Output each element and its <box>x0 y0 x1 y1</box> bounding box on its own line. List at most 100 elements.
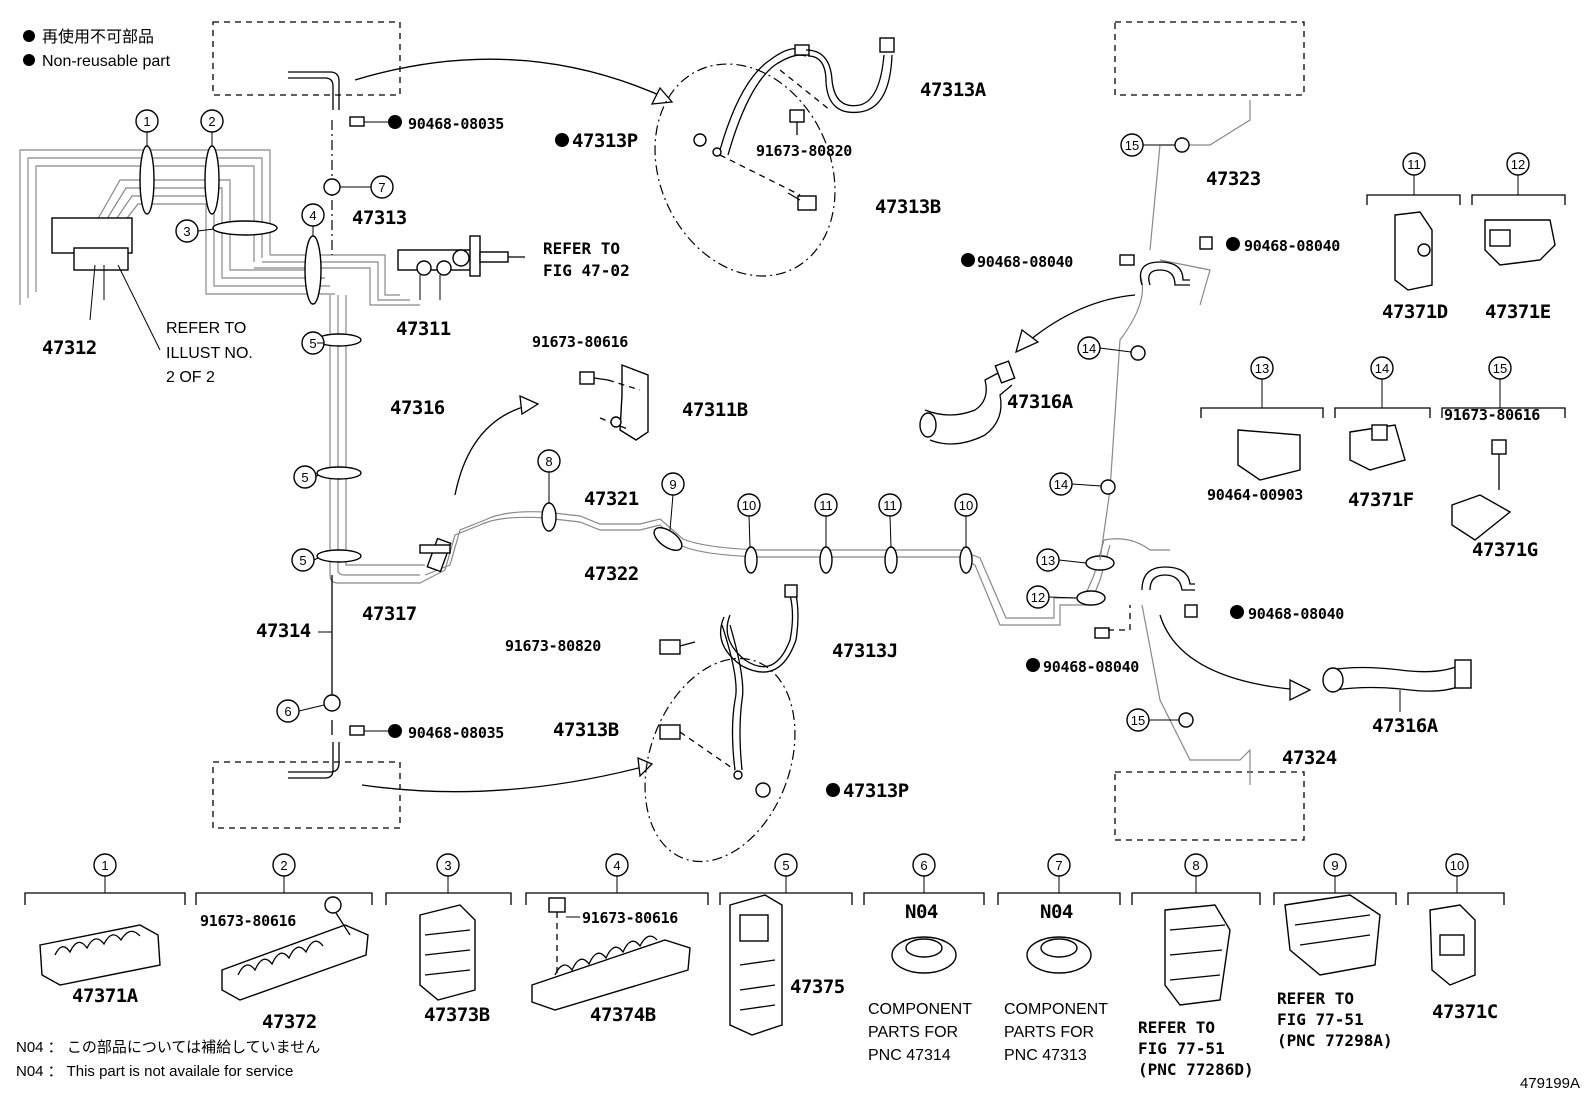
clamp-12 <box>1076 590 1106 606</box>
hose-47316A-upper <box>919 360 1016 445</box>
clamp-10 <box>959 546 973 574</box>
part-label-91673-80616: 91673-80616 <box>200 912 296 930</box>
part-label-90468-08035: 90468-08035 <box>408 724 504 742</box>
grommet-15 <box>1178 712 1194 728</box>
grommet-14 <box>1100 479 1116 495</box>
line-47321-47322 <box>419 511 1170 626</box>
callout-label: 13 <box>1041 553 1055 568</box>
part-label-91673-80616: 91673-80616 <box>1444 406 1540 424</box>
right-parts-group <box>1200 194 1566 541</box>
component-note-line1: COMPONENT <box>1004 1001 1108 1018</box>
figure-id: 479199A <box>1520 1075 1580 1092</box>
main-labels: 47312 47313 47311 47316 47314 47317 4732… <box>42 79 1439 802</box>
part-label-47316A: 47316A <box>1372 715 1439 737</box>
non-reusable-dot-icon <box>23 30 35 42</box>
callout-label: 11 <box>1407 157 1421 172</box>
part-label-91673-80820: 91673-80820 <box>756 142 852 160</box>
refer-to-label: REFER TO <box>543 239 620 258</box>
part-label-47323: 47323 <box>1206 168 1261 190</box>
refer-pnc-label: (PNC 77286D) <box>1138 1060 1254 1079</box>
component-note-line3: PNC 47313 <box>1004 1047 1087 1064</box>
part-label-47316: 47316 <box>390 397 445 419</box>
callout-label: 5 <box>782 858 789 873</box>
callout-label: 5 <box>309 336 316 351</box>
part-label-47374B: 47374B <box>590 1004 656 1026</box>
callout-label: 2 <box>280 858 287 873</box>
part-label-90468-08040: 90468-08040 <box>1248 605 1344 623</box>
part-label-47321: 47321 <box>584 488 639 510</box>
master-cylinder <box>397 235 525 300</box>
refer-illust-label: ILLUST NO. <box>166 345 253 362</box>
grommet-7 <box>323 178 341 196</box>
callout-label: 10 <box>959 498 973 513</box>
callout-label: 14 <box>1054 477 1068 492</box>
refer-fig-label: FIG 77-51 <box>1277 1010 1364 1029</box>
part-label-47311B: 47311B <box>682 399 748 421</box>
footnote-jp: N04 ： この部品については補給していません <box>16 1039 320 1056</box>
clamp-9 <box>653 527 683 551</box>
line-47323 <box>961 100 1251 561</box>
clamp-5 <box>316 466 362 480</box>
callout-label: 14 <box>1082 341 1096 356</box>
bracket-47311B <box>579 363 649 441</box>
part-label-47372: 47372 <box>262 1011 317 1033</box>
callout-label: 4 <box>613 858 620 873</box>
callout-label: 13 <box>1255 361 1269 376</box>
clamp-3 <box>212 220 278 236</box>
callout-label: 10 <box>1450 858 1464 873</box>
part-label-47313B: 47313B <box>875 196 941 218</box>
callouts: 1 2 3 4 7 5 5 5 6 8 9 10 11 <box>135 109 1530 732</box>
callout-label: 12 <box>1511 157 1525 172</box>
part-label-47371A: 47371A <box>72 985 139 1007</box>
right-part-labels: 47371D 47371E 90464-00903 47371F 91673-8… <box>1207 301 1551 561</box>
part-label-91673-80616: 91673-80616 <box>532 333 628 351</box>
refer-fig-label: FIG 77-51 <box>1138 1039 1225 1058</box>
component-note-line3: PNC 47314 <box>868 1047 951 1064</box>
callout-label: 15 <box>1131 713 1145 728</box>
part-label-91673-80616: 91673-80616 <box>582 909 678 927</box>
clamp-47374B-drawing <box>531 939 691 1011</box>
clamp-77298A-drawing <box>1284 894 1381 976</box>
clamp-77286D-drawing <box>1164 904 1231 1006</box>
grommet-15 <box>1174 137 1190 153</box>
legend-en: Non-reusable part <box>42 53 171 70</box>
clamp-10 <box>744 546 758 574</box>
bottom-parts-row: 1 2 3 4 5 6 7 8 9 10 <box>24 853 1505 1079</box>
clamp-11 <box>819 546 833 574</box>
callout-label: 10 <box>742 498 756 513</box>
arrow-top <box>354 58 671 101</box>
clamp-4 <box>304 235 322 305</box>
callout-label: 7 <box>1055 858 1062 873</box>
hose-47313J-detail <box>644 584 840 863</box>
part-label-47371E: 47371E <box>1485 301 1551 323</box>
arrow-bottom <box>361 764 651 793</box>
clamp-47371A-drawing <box>39 924 161 986</box>
refer-page-label: 2 OF 2 <box>166 369 215 386</box>
callout-label: 12 <box>1031 590 1045 605</box>
part-label-47314: 47314 <box>256 620 311 642</box>
part-label-47371C: 47371C <box>1432 1001 1498 1023</box>
part-label-90468-08040: 90468-08040 <box>977 253 1073 271</box>
part-label-90468-08035: 90468-08035 <box>408 115 504 133</box>
footnote-en: N04 ： This part is not availale for serv… <box>16 1063 293 1080</box>
part-label-91673-80820: 91673-80820 <box>505 637 601 655</box>
callout-label: 5 <box>301 470 308 485</box>
part-label-47313B: 47313B <box>553 719 619 741</box>
part-label-47375: 47375 <box>790 976 845 998</box>
part-label-47371F: 47371F <box>1348 489 1414 511</box>
footnotes: N04 ： この部品については補給していません N04 ： This part … <box>16 1039 1580 1092</box>
part-label-47371D: 47371D <box>1382 301 1448 323</box>
part-label-90464-00903: 90464-00903 <box>1207 486 1303 504</box>
callout-label: 5 <box>299 553 306 568</box>
part-label-47316A: 47316A <box>1007 391 1074 413</box>
clamp-2 <box>204 145 220 215</box>
callout-label: 4 <box>309 208 316 223</box>
clamp-11 <box>884 546 898 574</box>
part-label-47371G: 47371G <box>1472 539 1538 561</box>
callout-label: 8 <box>545 454 552 469</box>
part-label-47313P: 47313P <box>572 130 638 152</box>
n04-label: N04 <box>905 901 938 923</box>
part-label-47317: 47317 <box>362 603 417 625</box>
callout-label: 15 <box>1125 138 1139 153</box>
